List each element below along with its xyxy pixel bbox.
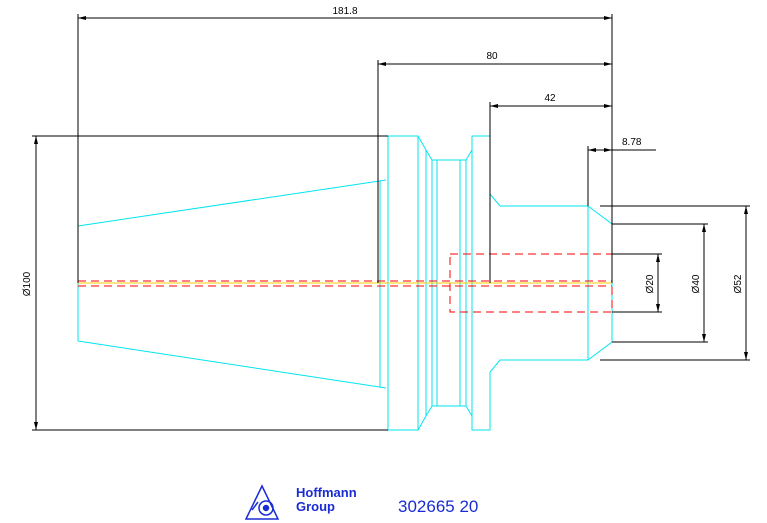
arrow-42-left <box>490 104 498 108</box>
brand-name-line1: Hoffmann <box>296 485 357 500</box>
brand-wordmark: Hoffmann Group <box>296 486 357 514</box>
brand-name-line2: Group <box>296 499 335 514</box>
arrow-d100-bottom <box>34 422 38 430</box>
arrowheads <box>34 16 748 430</box>
arrow-d40-bottom <box>702 334 706 342</box>
dim-label-d40: Ø40 <box>691 274 702 293</box>
arrow-80-left <box>378 62 386 66</box>
v-groove-bottom <box>432 405 473 417</box>
arrow-d20-bottom <box>656 304 660 312</box>
dim-label-878: 8.78 <box>622 137 642 148</box>
dim-label-181: 181.8 <box>332 6 357 17</box>
arrow-d52-bottom <box>744 352 748 360</box>
taper-upper-edge <box>77 179 387 227</box>
arrow-878-right <box>604 148 612 152</box>
dimension-lines <box>32 14 750 431</box>
arrow-d52-top <box>744 206 748 214</box>
arrow-d100-top <box>34 136 38 144</box>
arrow-878-left <box>588 148 596 152</box>
arrow-42-right <box>604 104 612 108</box>
arrow-80-right <box>604 62 612 66</box>
taper-lower-edge <box>77 340 387 389</box>
part-number: 302665 20 <box>398 497 479 516</box>
dim-label-d100: Ø100 <box>22 271 33 296</box>
dim-label-80: 80 <box>486 51 498 62</box>
arrow-181-left <box>78 16 86 20</box>
hidden-bore <box>78 253 613 313</box>
dim-label-d20: Ø20 <box>645 274 656 293</box>
dim-label-d52: Ø52 <box>733 274 744 293</box>
dim-label-42: 42 <box>544 93 556 104</box>
arrow-d20-top <box>656 254 660 262</box>
arrow-181-right <box>604 16 612 20</box>
arrow-d40-top <box>702 224 706 232</box>
v-groove-left <box>432 149 473 161</box>
hoffmann-logo-icon <box>244 484 280 520</box>
